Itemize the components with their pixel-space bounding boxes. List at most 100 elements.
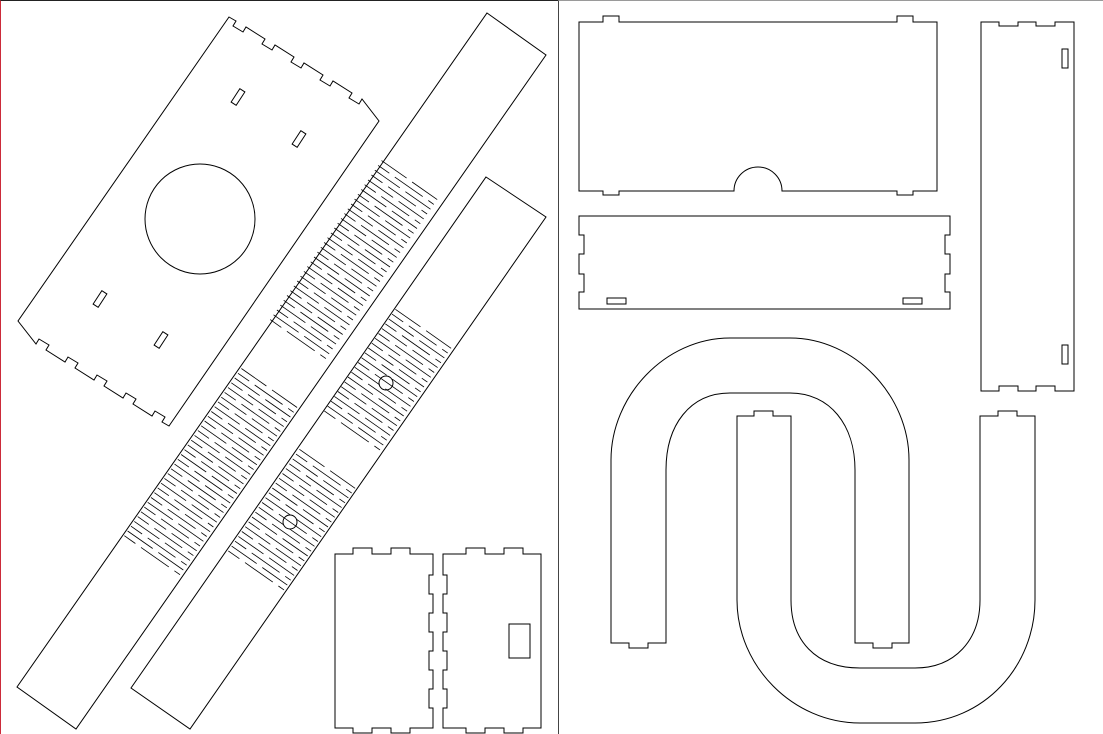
hinge-cut-line <box>281 417 288 423</box>
hinge-cut-line <box>387 426 394 431</box>
hinge-cut-line <box>248 521 260 531</box>
hinge-cut-line <box>313 292 342 313</box>
hinge-cut-line <box>234 413 263 434</box>
hinge-cut-line <box>298 484 328 506</box>
hinge-cut-line <box>160 518 190 539</box>
hinge-cut-line <box>275 482 288 492</box>
hinge-cut-line <box>194 470 223 491</box>
front-panel-with-notch <box>578 15 938 196</box>
hinge-cut-line <box>298 556 305 562</box>
hinge-cut-line <box>374 337 401 357</box>
hinge-cut-line <box>364 249 391 268</box>
hinge-cut-line <box>378 398 404 417</box>
hinge-cut-line <box>197 430 210 439</box>
hinge-cut-line <box>144 506 156 516</box>
hinge-cut-line <box>428 368 435 373</box>
hinge-cut-line <box>306 302 336 323</box>
hinge-cut-line <box>194 435 220 454</box>
hinge-cut-line <box>354 198 380 218</box>
hinge-cut-line <box>134 521 160 540</box>
hinge-cut-line <box>299 448 325 468</box>
hinge-cut-line <box>347 315 354 321</box>
hinge-cut-line <box>180 454 207 473</box>
hinge-cut-line <box>345 488 352 494</box>
hinge-cut-line <box>374 277 381 282</box>
hinge-cut-line <box>296 280 309 290</box>
hinge-cut-line <box>280 304 306 324</box>
back-panel-slot <box>606 297 627 305</box>
hinge-cut-line <box>303 335 330 355</box>
hinge-cut-line <box>313 256 340 275</box>
hinge-cut-line <box>377 165 390 174</box>
living-hinge-strip-short <box>130 176 547 730</box>
hinge-cut-line <box>271 523 301 544</box>
hinge-cut-line <box>211 475 238 494</box>
hinge-cut-line <box>251 418 278 437</box>
tall-panel-slot <box>1061 344 1069 365</box>
hinge-cut-line <box>278 513 307 535</box>
hinge-cut-line <box>398 369 425 388</box>
hinge-cut-line <box>258 542 287 564</box>
hinge-cut-line <box>312 537 319 542</box>
hinge-cut-line <box>309 499 336 518</box>
top-panel-slot <box>291 129 307 149</box>
hinge-cut-line <box>268 492 281 501</box>
hinge-cut-line <box>340 386 367 405</box>
hinge-cut-line <box>198 494 224 513</box>
tall-side-panel <box>980 21 1075 392</box>
hinge-cut-line <box>347 244 376 265</box>
hinge-cut-line <box>154 492 180 511</box>
hinge-cut-line <box>361 357 387 376</box>
hinge-cut-line <box>187 480 216 501</box>
hinge-cut-line <box>127 530 153 549</box>
hinge-cut-line <box>367 383 397 404</box>
hinge-cut-line <box>254 455 261 461</box>
tall-panel-slot <box>1061 48 1069 69</box>
hinge-cut-line <box>428 200 435 205</box>
hinge-cut-line <box>228 550 240 560</box>
hinge-cut-line <box>347 208 374 227</box>
hinge-cut-line <box>207 522 214 528</box>
hinge-cut-line <box>237 372 250 382</box>
hinge-cut-line <box>171 532 197 552</box>
hinge-cut-line <box>435 358 442 364</box>
hinge-cut-line <box>244 562 274 583</box>
hinge-cut-line <box>374 373 403 395</box>
hinge-cut-line <box>207 451 236 472</box>
hinge-cut-line <box>407 229 414 234</box>
hinge-cut-line <box>330 400 343 410</box>
hinge-cut-line <box>378 229 404 249</box>
hinge-cut-line <box>244 427 271 447</box>
hinge-cut-line <box>293 321 322 342</box>
hinge-cut-line <box>218 466 244 485</box>
hinge-cut-line <box>275 547 302 567</box>
hinge-cut-line <box>283 299 296 309</box>
hinge-cut-line <box>340 218 367 237</box>
hinge-cut-line <box>187 551 194 556</box>
hinge-cut-line <box>394 344 424 366</box>
hinge-cut-line <box>320 246 347 266</box>
hinge-cut-line <box>274 427 281 432</box>
hinge-cut-line <box>234 484 241 490</box>
hinge-cut-line <box>290 290 302 299</box>
hinge-cut-line <box>340 325 347 331</box>
hinge-cut-line <box>411 181 438 200</box>
hinge-cut-line <box>187 444 214 463</box>
hinge-cut-line <box>364 417 391 436</box>
hinge-cut-line <box>174 463 200 482</box>
hinge-cut-line <box>327 405 353 424</box>
hinge-cut-line <box>371 342 384 352</box>
hinge-cut-line <box>278 585 285 591</box>
hinge-cut-line <box>167 473 194 492</box>
hinge-cut-line <box>357 258 384 278</box>
hinge-cut-line <box>282 538 308 557</box>
hinge-cut-line <box>190 439 203 449</box>
tall-panel-outline <box>980 21 1075 392</box>
hinge-cut-line <box>332 508 339 513</box>
hinge-cut-line <box>130 525 143 535</box>
hinge-cut-line <box>244 526 271 545</box>
hinge-cut-line <box>265 533 294 554</box>
hinge-cut-line <box>387 257 394 263</box>
hinge-cut-line <box>217 401 230 411</box>
hinge-cut-line <box>374 205 403 226</box>
